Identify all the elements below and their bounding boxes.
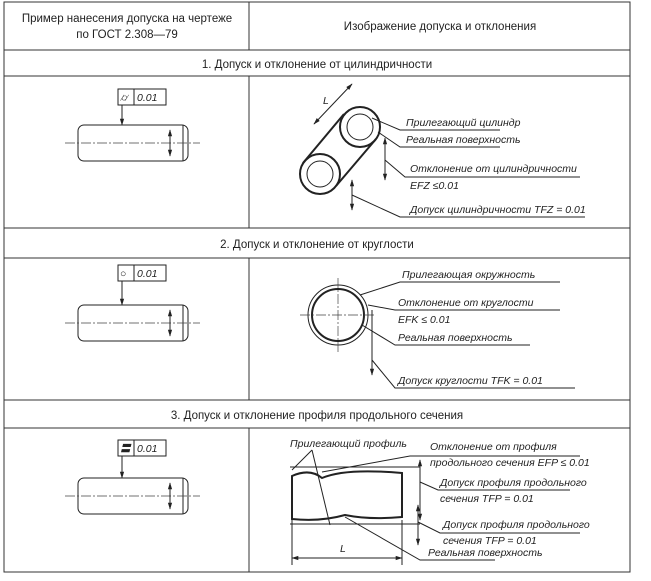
- section-2-title: 2. Допуск и отклонение от круглости: [220, 239, 414, 251]
- label: Допуск цилиндричности TFZ = 0.01: [409, 204, 586, 216]
- label: Отклонение от круглости: [398, 297, 534, 309]
- label: продольного сечения EFP ≤ 0.01: [430, 457, 590, 469]
- label: Допуск круглости TFK = 0.01: [397, 375, 543, 387]
- header-col2: Изображение допуска и отклонения: [344, 21, 536, 33]
- header-col1-line2: по ГОСТ 2.308—79: [76, 29, 178, 41]
- tolerance-value: 0.01: [137, 92, 157, 104]
- symbol: ○: [120, 268, 126, 280]
- tolerance-value: 0.01: [137, 268, 157, 280]
- label: EFZ ≤0.01: [410, 180, 459, 192]
- label: Реальная поверхность: [428, 547, 543, 559]
- profile-diagram: L Прилегающий профиль Отклонение от проф…: [290, 438, 590, 565]
- roundness-diagram: Прилегающая окружность Отклонение от кру…: [300, 269, 575, 389]
- label: Отклонение от цилиндричности: [410, 163, 577, 175]
- label: сечения TFP = 0.01: [440, 493, 534, 505]
- label: EFK ≤ 0.01: [398, 314, 450, 326]
- header-col1-line1: Пример нанесения допуска на чертеже: [22, 13, 232, 25]
- section-3-title: 3. Допуск и отклонение профиля продольно…: [171, 410, 463, 422]
- symbol: 〓: [120, 443, 132, 455]
- dimension-l: L: [340, 543, 346, 555]
- cylindricity-diagram: L Прилегающий цилиндр Реальная поверхнос…: [299, 83, 586, 218]
- label: Отклонение от профиля: [430, 441, 557, 453]
- shaft-drawing-1: ⌭ 0.01: [65, 88, 200, 162]
- label: Прилегающая окружность: [402, 269, 535, 281]
- shaft-drawing-3: 〓 0.01: [65, 439, 200, 515]
- label: сечения TFP = 0.01: [443, 535, 537, 547]
- label: Допуск профиля продольного: [439, 477, 587, 489]
- label: Допуск профиля продольного: [442, 519, 590, 531]
- dimension-l: L: [323, 95, 329, 107]
- label: Прилегающий профиль: [290, 438, 407, 450]
- section-1-title: 1. Допуск и отклонение от цилиндричности: [202, 59, 432, 71]
- label: Реальная поверхность: [398, 332, 513, 344]
- shaft-drawing-2: ○ 0.01: [65, 264, 200, 342]
- tolerance-value: 0.01: [137, 443, 157, 455]
- label: Реальная поверхность: [406, 134, 521, 146]
- symbol: ⌭: [120, 92, 129, 104]
- table-grid: [3, 1, 631, 573]
- label: Прилегающий цилиндр: [406, 117, 521, 129]
